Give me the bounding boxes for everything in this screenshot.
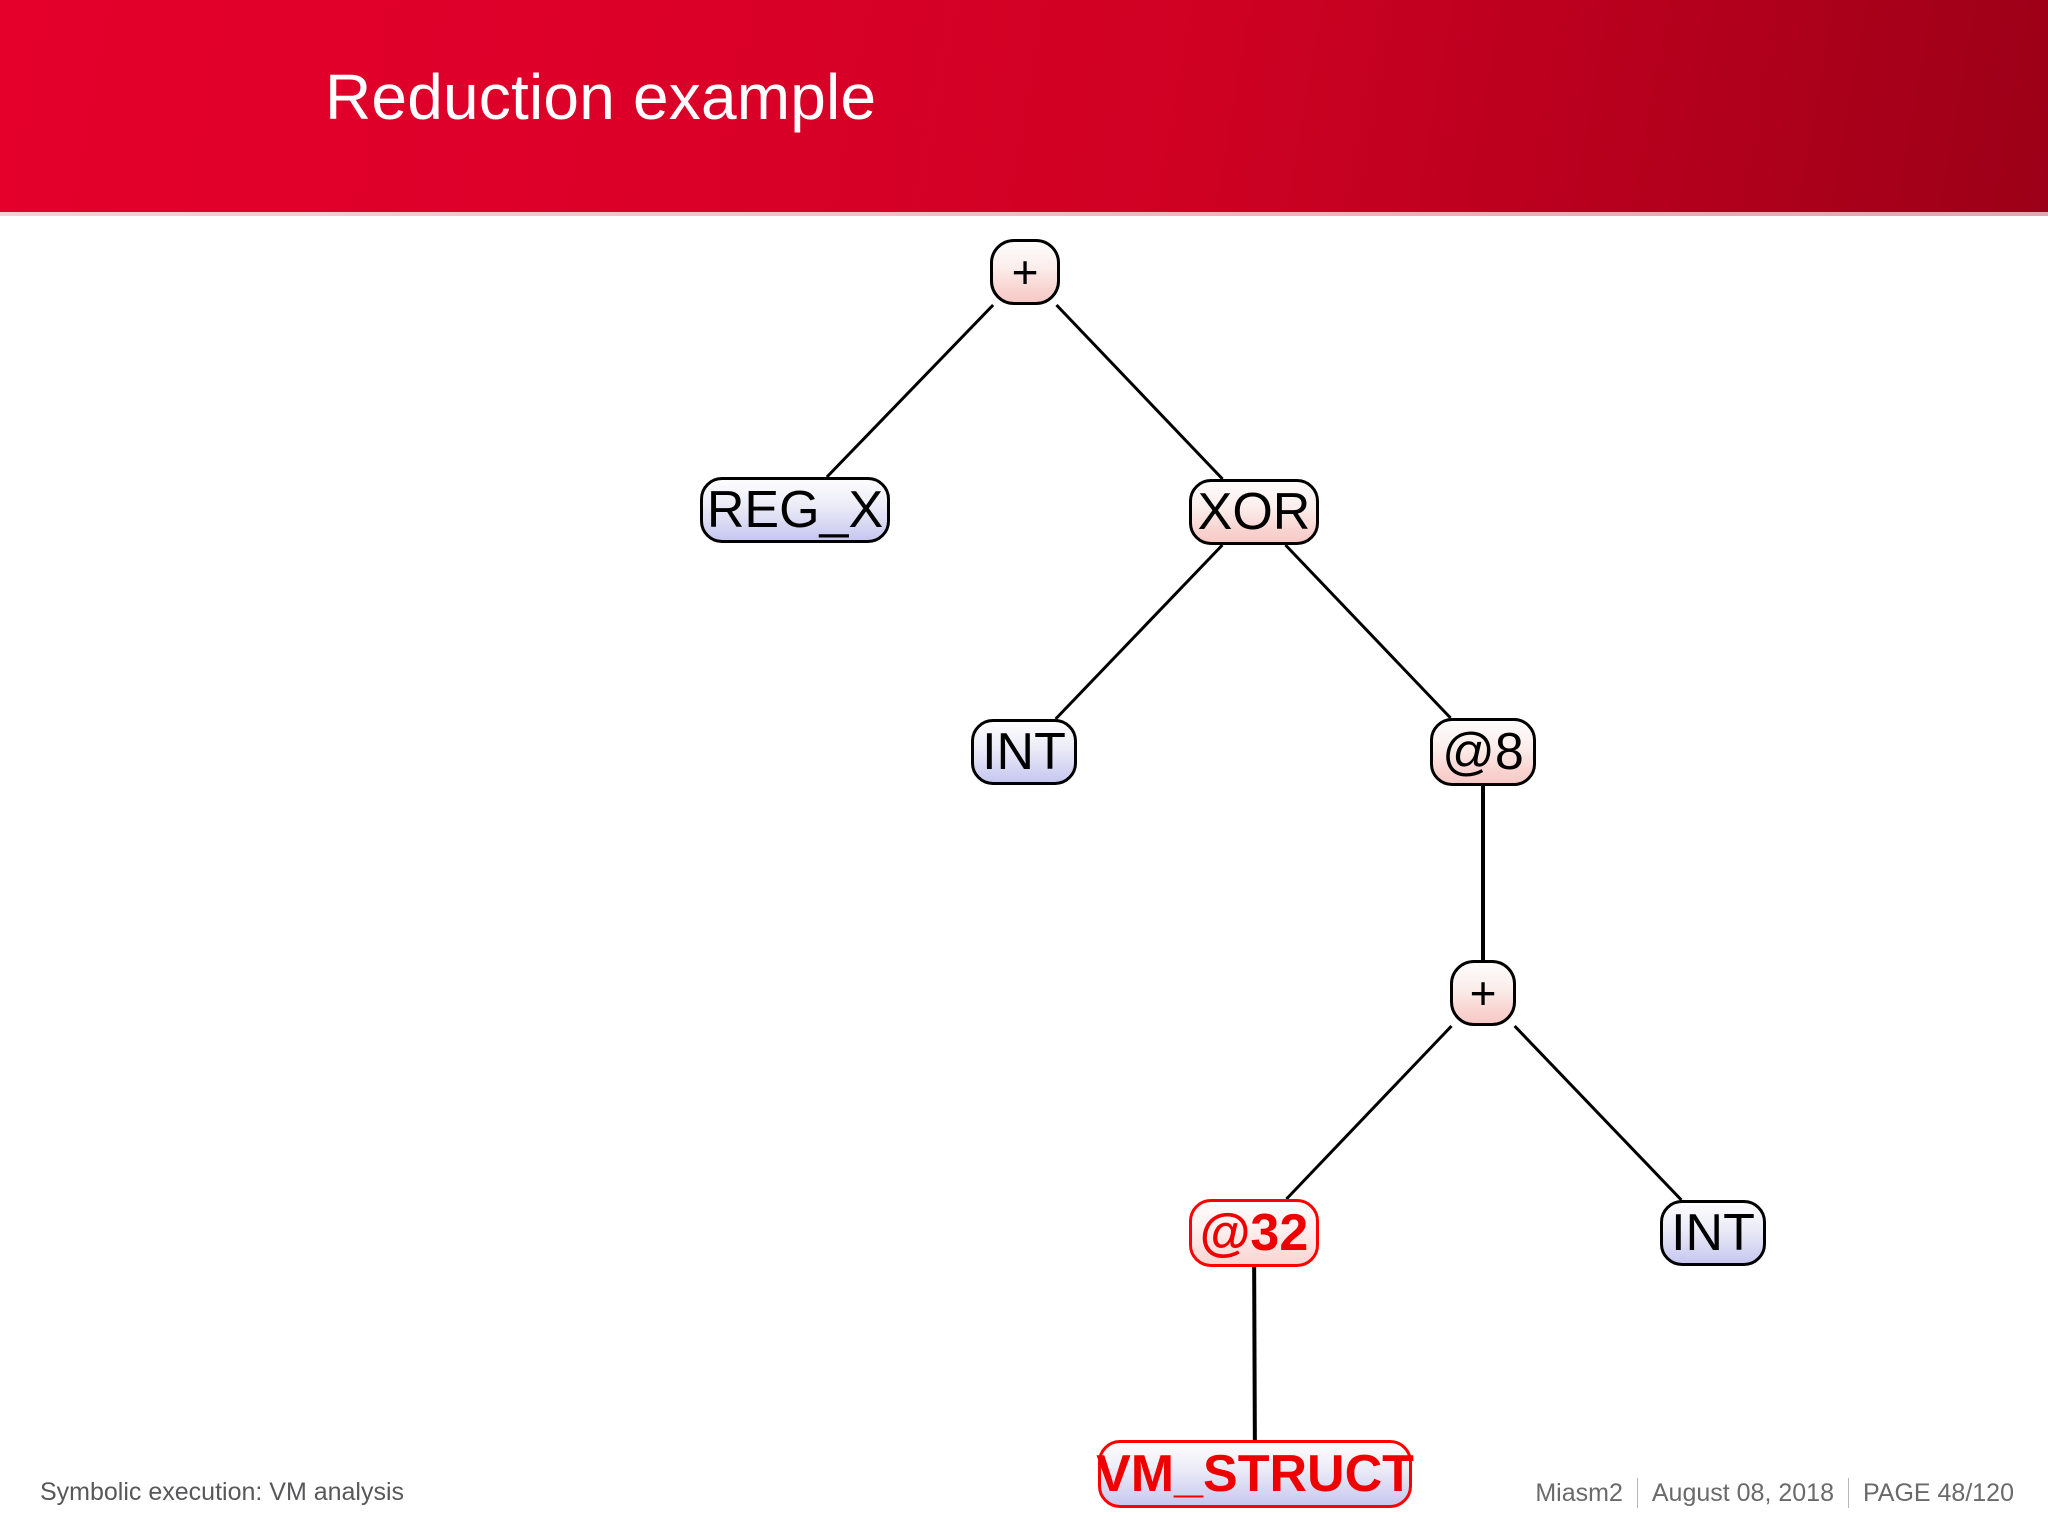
footer-date: August 08, 2018 (1651, 1478, 1834, 1507)
footer-page-number: PAGE 48/120 (1862, 1478, 2014, 1507)
tree-edge-xor-to-at8 (1284, 543, 1452, 720)
tree-edge-plus_root-to-xor (1055, 303, 1224, 481)
tree-node-at8: @8 (1430, 718, 1536, 786)
tree-node-label: VM_STRUCT (1096, 1445, 1414, 1503)
tree-edge-plus_inner-to-at32 (1285, 1024, 1453, 1201)
tree-edge-at32-to-vm_struct (1252, 1266, 1257, 1441)
tree-edge-xor-to-int_left (1054, 543, 1224, 721)
tree-edge-plus_inner-to-int_right (1513, 1024, 1683, 1202)
footer-separator-2 (1847, 1478, 1849, 1508)
tree-node-label: REG_X (706, 481, 884, 539)
tree-node-label: @8 (1442, 723, 1524, 781)
tree-node-label: INT (1671, 1204, 1755, 1262)
tree-node-reg_x: REG_X (700, 477, 890, 543)
tree-node-label: + (1011, 246, 1039, 298)
expression-tree-diagram: + REG_X XOR INT @8 + @32 INT VM_STRUCT (0, 212, 2048, 1536)
tree-node-label: XOR (1197, 483, 1311, 541)
footer-subject: Symbolic execution: VM analysis (40, 1478, 405, 1506)
header-underline (0, 212, 2048, 216)
tree-node-label: INT (982, 723, 1066, 781)
tree-node-label: @32 (1199, 1204, 1309, 1262)
page-title: Reduction example (325, 61, 877, 133)
footer-product: Miasm2 (1535, 1478, 1623, 1507)
tree-node-vm_struct: VM_STRUCT (1096, 1440, 1414, 1508)
slide-header-band (0, 0, 2048, 212)
footer-meta: Miasm2 August 08, 2018 PAGE 48/120 (1535, 1478, 2014, 1508)
footer-separator-1 (1636, 1478, 1638, 1508)
tree-node-int_left: INT (971, 719, 1077, 785)
tree-node-int_right: INT (1660, 1200, 1766, 1266)
tree-node-xor: XOR (1189, 479, 1319, 545)
tree-node-label: + (1469, 967, 1497, 1019)
tree-node-plus_root: + (990, 239, 1060, 305)
tree-node-plus_inner: + (1450, 960, 1516, 1026)
tree-edges (825, 303, 1683, 1441)
tree-node-at32: @32 (1189, 1199, 1319, 1267)
tree-edge-plus_root-to-reg_x (825, 303, 995, 479)
